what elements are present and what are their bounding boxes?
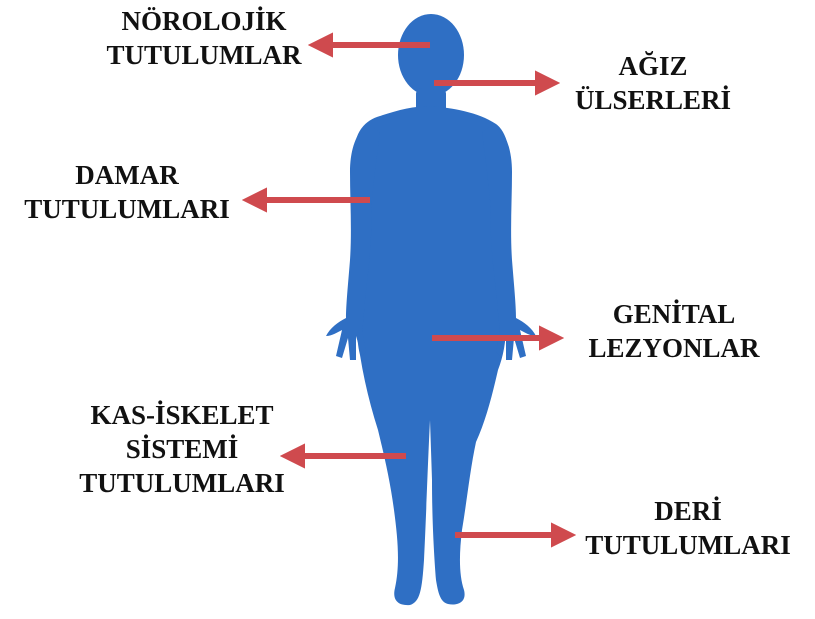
label-skin-line2: TUTULUMLARI — [570, 528, 806, 562]
human-body-silhouette — [326, 14, 536, 605]
label-neuro-line1: NÖROLOJİK — [88, 4, 320, 38]
label-neuro-line2: TUTULUMLAR — [88, 38, 320, 72]
label-skin-line1: DERİ — [570, 494, 806, 528]
label-genital: GENİTAL LEZYONLAR — [568, 297, 780, 365]
label-skin: DERİ TUTULUMLARI — [570, 494, 806, 562]
label-mouth: AĞIZ ÜLSERLERİ — [558, 49, 748, 117]
label-musculo-line1: KAS-İSKELET — [62, 398, 302, 432]
label-musculo-line3: TUTULUMLARI — [62, 466, 302, 500]
label-genital-line1: GENİTAL — [568, 297, 780, 331]
label-mouth-line1: AĞIZ — [558, 49, 748, 83]
label-vascular-line1: DAMAR — [2, 158, 252, 192]
label-neuro: NÖROLOJİK TUTULUMLAR — [88, 4, 320, 72]
label-musculo-line2: SİSTEMİ — [62, 432, 302, 466]
label-genital-line2: LEZYONLAR — [568, 331, 780, 365]
label-mouth-line2: ÜLSERLERİ — [558, 83, 748, 117]
label-vascular-line2: TUTULUMLARI — [2, 192, 252, 226]
label-vascular: DAMAR TUTULUMLARI — [2, 158, 252, 226]
label-musculo: KAS-İSKELET SİSTEMİ TUTULUMLARI — [62, 398, 302, 500]
torso-legs — [353, 106, 510, 605]
